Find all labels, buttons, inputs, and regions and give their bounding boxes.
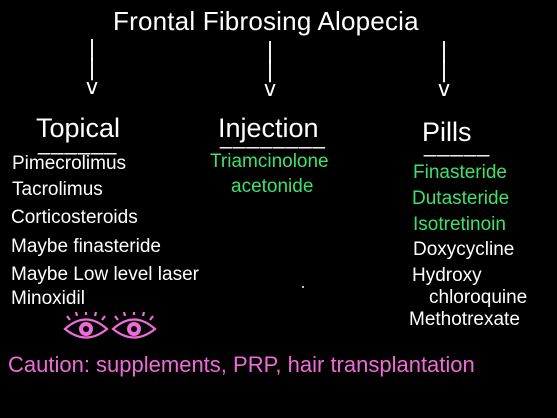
pills-item: Methotrexate — [409, 309, 520, 330]
topical-heading: Topical — [36, 113, 121, 143]
pills-item: Finasteride — [413, 162, 507, 183]
diagram-title: Frontal Fibrosing Alopecia — [113, 6, 419, 36]
arrow-to-topical: ||v — [85, 37, 99, 100]
arrow-to-injection: ||v — [263, 39, 277, 102]
injection-item: acetonide — [231, 176, 314, 197]
pills-item: Isotretinoin — [413, 214, 506, 235]
topical-item: Maybe finasteride — [11, 236, 161, 257]
injection-item: Triamcinolone — [210, 151, 329, 172]
injection-heading: Injection — [218, 113, 319, 143]
eyes-icon — [63, 312, 157, 339]
pills-heading: Pills — [422, 117, 472, 147]
topical-item: Maybe Low level laser — [11, 264, 199, 285]
topical-item: Corticosteroids — [11, 207, 138, 228]
injection-underline: ________ — [220, 124, 326, 149]
pills-underline: _____ — [424, 132, 491, 157]
caution-note: Caution: supplements, PRP, hair transpla… — [8, 352, 475, 377]
topical-item: Pimecrolimus — [12, 153, 127, 174]
topical-item: Tacrolimus — [12, 179, 103, 200]
pills-item: Hydroxy — [412, 265, 482, 286]
pills-item: chloroquine — [429, 287, 528, 308]
pills-item: Dutasteride — [412, 188, 510, 209]
topical-underline: ______ — [38, 130, 118, 155]
topical-item: Minoxidil — [11, 288, 85, 309]
arrow-to-pills: ||v — [437, 39, 451, 102]
pills-item: Doxycycline — [413, 239, 515, 260]
stray-dot — [302, 286, 304, 288]
